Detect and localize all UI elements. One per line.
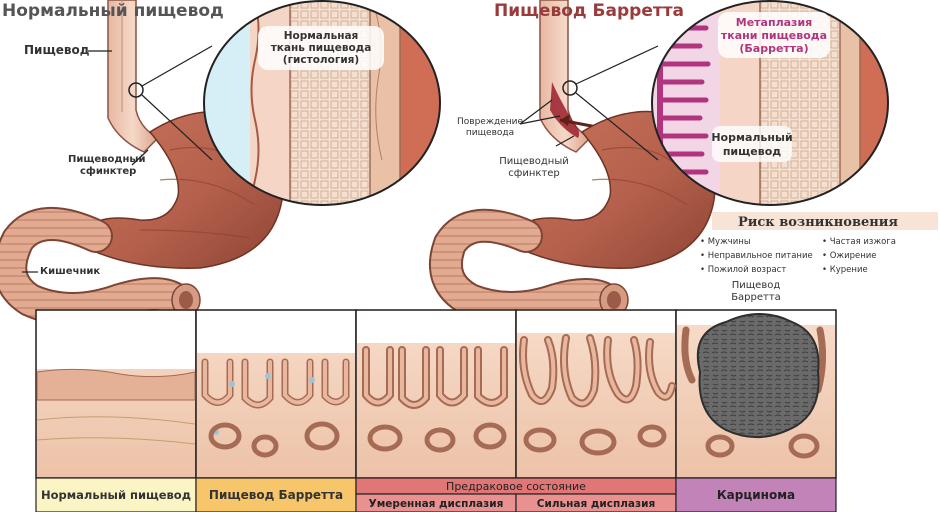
label-damage-l1: Повреждение — [457, 117, 523, 127]
stage-label-barrett: Пищевод Барретта — [209, 488, 343, 502]
zoom-normal-l3: (гистология) — [283, 54, 359, 66]
label-bg-barrett — [195, 477, 357, 512]
risk-col1-2: • Пожилой возраст — [700, 265, 786, 275]
barrett-sphincter-l2: сфинктер — [508, 168, 559, 179]
risk-col2-0: • Частая изжога — [822, 237, 896, 247]
stages-strip — [35, 309, 837, 512]
normal-title: Нормальный пищевод — [2, 1, 224, 21]
zoom-normal-l1: Нормальная — [284, 30, 359, 42]
risk-col2-2: • Курение — [822, 265, 868, 275]
barrett-esophagus-tube — [539, 0, 592, 153]
zoom-normal-esophagus-l2: пищевод — [723, 145, 781, 158]
intestine — [0, 209, 191, 324]
risk-box: Риск возникновения • Мужчины • Неправиль… — [700, 212, 938, 303]
risk-title: Риск возникновения — [738, 215, 898, 230]
barrett-intestine — [431, 210, 621, 323]
risk-col2-1: • Ожирение — [822, 251, 877, 261]
esophagus-tube — [107, 0, 160, 153]
barrett-sphincter-l1: Пищеводный — [499, 156, 568, 167]
esophagus-damage — [550, 82, 580, 138]
stage-label-severe: Сильная дисплазия — [537, 498, 655, 510]
normal-anatomy — [0, 0, 285, 326]
magnifier-marker — [128, 82, 144, 98]
label-damage-l2: пищевода — [466, 128, 514, 138]
risk-col1-1: • Неправильное питание — [700, 251, 813, 261]
barrett-title: Пищевод Барретта — [494, 1, 684, 21]
zoom-barrett-l1: Метаплазия — [736, 16, 812, 29]
stage-label-carcinoma: Карцинома — [717, 488, 795, 502]
zoom-barrett-l2: ткани пищевода — [721, 29, 827, 42]
label-esophagus: Пищевод — [24, 43, 90, 57]
label-sphincter-l2: сфинктер — [80, 165, 136, 177]
label-bg-carcinoma — [675, 477, 837, 512]
risk-footer-l1: Пищевод — [732, 280, 781, 291]
stage-label-normal: Нормальный пищевод — [41, 488, 191, 502]
zoom-normal-l2: ткань пищевода — [271, 42, 372, 54]
risk-footer-l2: Барретта — [731, 292, 781, 303]
zoom-barrett-l3: (Барретта) — [739, 42, 808, 55]
label-intestine: Кишечник — [40, 266, 100, 277]
barrett-magnifier-marker — [562, 80, 578, 96]
zoom-normal-esophagus-l1: Нормальный — [711, 131, 792, 144]
label-bg-normal — [35, 477, 197, 512]
label-sphincter-l1: Пищеводный — [68, 154, 145, 165]
risk-col1-0: • Мужчины — [700, 237, 751, 247]
stage-label-precancer: Предраковое состояние — [446, 480, 586, 493]
stage-label-moderate: Умеренная дисплазия — [369, 498, 504, 510]
carcinoma-tumor — [696, 313, 820, 439]
